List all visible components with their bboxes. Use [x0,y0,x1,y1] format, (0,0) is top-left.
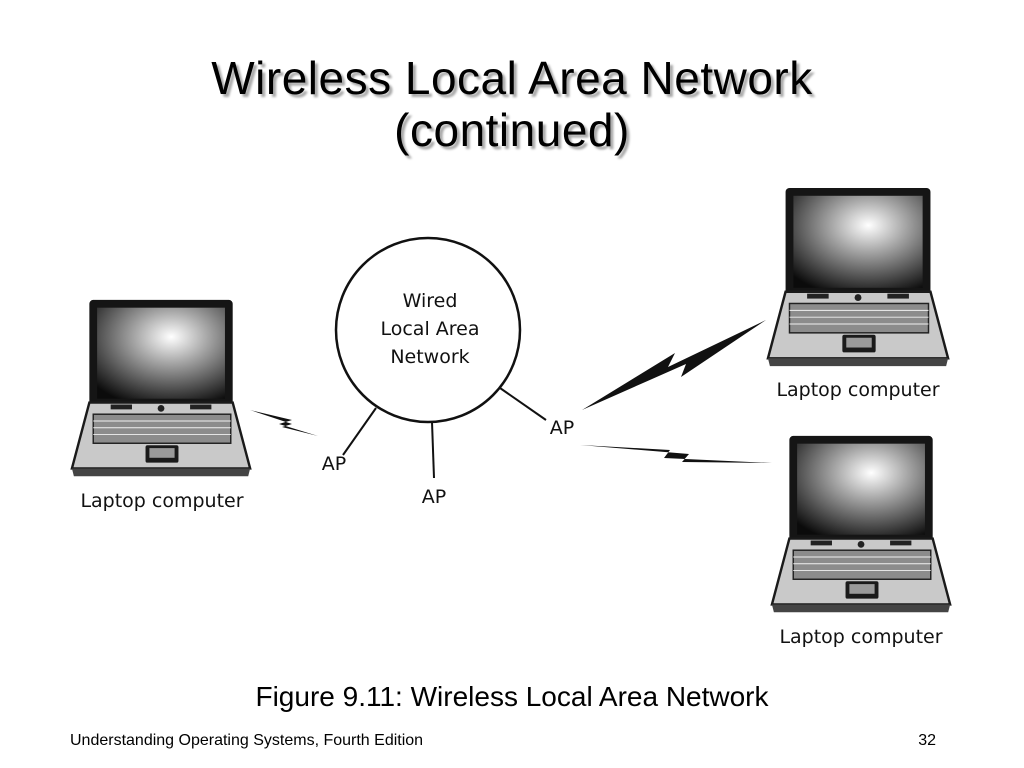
title-line-1: Wireless Local Area Network [211,52,813,104]
ap-line-bottom [431,421,435,479]
figure-caption: Figure 9.11: Wireless Local Area Network [255,681,769,712]
footer-book-title: Understanding Operating Systems, Fourth … [70,732,424,749]
title-line-2: (continued) [394,104,630,156]
ap-label-bottom: AP [422,486,446,508]
laptop-label-left: Laptop computer [80,490,243,512]
lightning-bolt-icon [250,410,318,436]
ap-label-right: AP [550,417,574,439]
wired-lan-label-line-2: Local Area [380,318,479,340]
slide-title: Wireless Local Area Network (continued) [0,52,1024,156]
laptop-icon [770,434,952,614]
lightning-bolt-icon [580,445,772,463]
laptop-label-top-right: Laptop computer [776,379,939,401]
wired-lan-label-line-3: Network [390,346,469,368]
wired-lan-circle [334,236,522,424]
wlan-diagram: Wired Local Area Network AP AP AP Laptop… [70,186,952,648]
ap-label-left: AP [322,453,346,475]
ap-line-left [342,407,377,456]
page-number: 32 [918,732,936,749]
lightning-bolt-icon [582,320,766,410]
laptop-icon [766,186,950,368]
ap-line-right [499,387,547,421]
laptop-icon [70,298,252,478]
wired-lan-label-line-1: Wired [403,290,458,312]
laptop-label-bottom-right: Laptop computer [779,626,942,648]
